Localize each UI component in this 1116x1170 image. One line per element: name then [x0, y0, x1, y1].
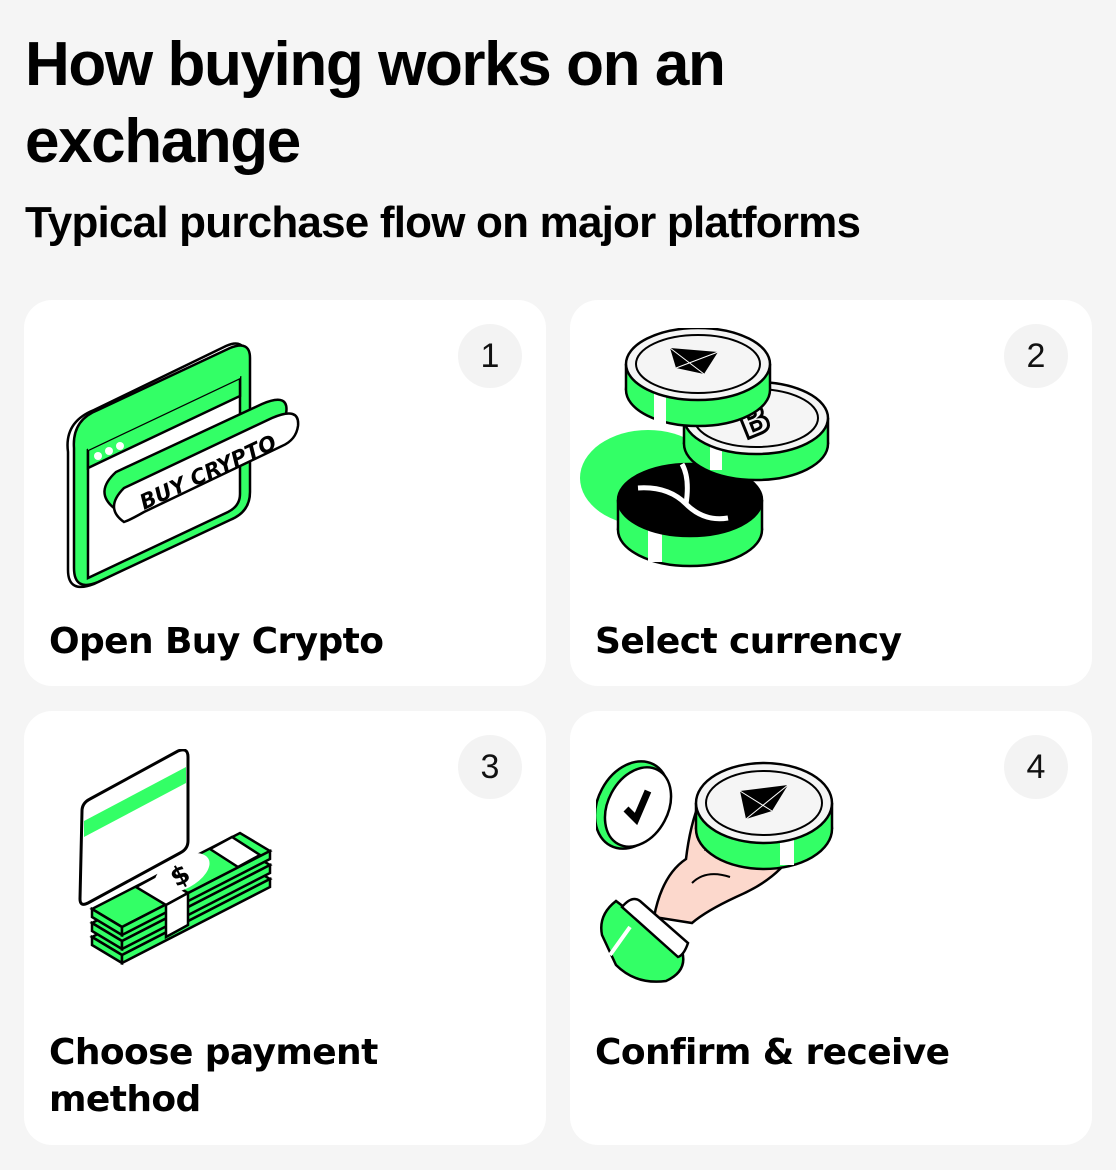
step-number-badge: 4 [1004, 735, 1068, 799]
crypto-coins-stack-icon: B [578, 326, 878, 598]
step-card-2: 2 B [570, 300, 1092, 686]
page-title: How buying works on an exchange [25, 30, 726, 176]
step-label: Confirm & receive [595, 1032, 950, 1073]
card-and-cash-icon: $ [74, 748, 374, 1019]
step-number-badge: 3 [458, 735, 522, 799]
hand-receiving-coin-icon [593, 745, 896, 1015]
step-number-badge: 2 [1004, 324, 1068, 388]
step-label: Choose payment method [49, 1032, 378, 1120]
step-card-1: 1 BUY CRYPTO Open Buy Crypto [24, 300, 546, 686]
step-card-3: 3 [24, 711, 546, 1145]
step-card-4: 4 [570, 711, 1092, 1145]
page-subtitle: Typical purchase flow on major platforms [25, 198, 861, 247]
browser-buy-crypto-icon: BUY CRYPTO [54, 322, 354, 592]
step-number-badge: 1 [458, 324, 522, 388]
step-label: Select currency [595, 621, 902, 662]
step-label: Open Buy Crypto [49, 621, 384, 662]
